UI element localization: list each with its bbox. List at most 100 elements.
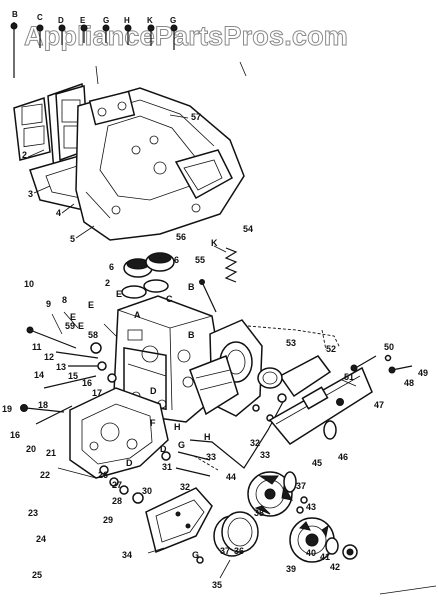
header-letter-b: B — [12, 10, 18, 19]
callout-32a: 32 — [180, 482, 190, 492]
callout-b2: B — [188, 330, 195, 340]
callout-c: C — [166, 294, 173, 304]
callout-24: 24 — [36, 534, 46, 544]
right-assembly — [145, 325, 437, 595]
callout-53: 53 — [286, 338, 296, 348]
header-bolts — [10, 22, 247, 85]
callout-45: 45 — [312, 458, 322, 468]
callout-42: 42 — [330, 562, 340, 572]
callout-55: 55 — [195, 255, 205, 265]
header-letter-d: D — [58, 16, 64, 25]
callout-26: 26 — [98, 470, 108, 480]
callout-23: 23 — [28, 508, 38, 518]
header-letter-h: H — [124, 16, 130, 25]
callout-d2: D — [160, 444, 167, 454]
callout-44: 44 — [226, 472, 236, 482]
spring — [224, 247, 238, 283]
callout-13: 13 — [56, 362, 66, 372]
top-housing-assembly — [13, 82, 245, 241]
left-fasteners — [20, 311, 117, 425]
crankcase-housing — [75, 87, 245, 241]
callout-37b: 37 — [296, 481, 306, 491]
callout-35: 35 — [212, 580, 222, 590]
callout-33b: 33 — [260, 450, 270, 460]
callout-6b: 6 — [174, 255, 179, 265]
callout-25: 25 — [32, 570, 42, 580]
callout-5: 5 — [70, 234, 75, 244]
bar-studs — [336, 354, 413, 406]
callout-11: 11 — [32, 342, 42, 352]
cap-pair — [121, 252, 175, 299]
callout-50: 50 — [384, 342, 394, 352]
callout-27: 27 — [112, 480, 122, 490]
header-letter-k: K — [147, 16, 153, 25]
header-letter-g: G — [103, 16, 109, 25]
callout-29: 29 — [103, 515, 113, 525]
watermark-text: AppliancePartsPros.com — [24, 21, 348, 51]
callout-51: 51 — [344, 372, 354, 382]
guide-bar — [268, 366, 373, 445]
callout-e3: E — [70, 312, 76, 322]
callout-e4: E — [78, 321, 84, 331]
callout-labels: 2 3 4 5 57 54 56 6 6 55 K 2 10 9 8 E E C… — [2, 112, 428, 590]
callout-21: 21 — [46, 448, 56, 458]
spacer — [323, 420, 337, 440]
callout-43: 43 — [306, 502, 316, 512]
callout-59: 59 — [65, 321, 75, 331]
callout-22: 22 — [40, 470, 50, 480]
callout-14: 14 — [34, 370, 44, 380]
callout-30: 30 — [142, 486, 152, 496]
callout-k: K — [211, 238, 218, 248]
header-letter-g2: G — [170, 16, 176, 25]
callout-39: 39 — [286, 564, 296, 574]
callout-3: 3 — [28, 189, 33, 199]
callout-g2: G — [192, 550, 199, 560]
callout-20: 20 — [26, 444, 36, 454]
callout-h2: H — [204, 432, 211, 442]
callout-f: F — [150, 418, 156, 428]
chain-ring — [213, 511, 259, 557]
callout-8: 8 — [62, 295, 67, 305]
callout-e1: E — [88, 300, 94, 310]
callout-g1: G — [178, 440, 185, 450]
bar-cover — [278, 355, 332, 398]
callout-32b: 32 — [250, 438, 260, 448]
callout-54: 54 — [243, 224, 253, 234]
callout-57: 57 — [191, 112, 201, 122]
washer-g — [196, 556, 204, 564]
callout-6a: 6 — [109, 262, 114, 272]
pin — [201, 281, 217, 313]
clutch-assembly — [247, 471, 308, 517]
callout-18: 18 — [38, 400, 48, 410]
header-letter-e: E — [80, 16, 86, 25]
callout-47: 47 — [374, 400, 384, 410]
callout-19: 19 — [2, 404, 12, 414]
callout-34: 34 — [122, 550, 132, 560]
callout-16b: 16 — [10, 430, 20, 440]
callout-16a: 16 — [82, 378, 92, 388]
washer — [325, 537, 339, 555]
callout-33a: 33 — [206, 452, 216, 462]
callout-9: 9 — [46, 299, 51, 309]
callout-4: 4 — [56, 208, 61, 218]
callout-36: 36 — [234, 546, 244, 556]
callout-2-mid: 2 — [105, 278, 110, 288]
callout-31: 31 — [162, 462, 172, 472]
callout-38: 38 — [254, 508, 264, 518]
lower-crankcase — [57, 387, 169, 479]
header-fastener-row: B C D E G H K G — [10, 10, 247, 85]
cylinder-assembly — [20, 245, 287, 504]
callout-h1: H — [174, 422, 181, 432]
callout-58: 58 — [88, 330, 98, 340]
callout-15: 15 — [68, 371, 78, 381]
callout-b1: B — [188, 282, 195, 292]
dashed-route-upper — [247, 325, 341, 349]
callout-37a: 37 — [220, 546, 230, 556]
lower-guard — [145, 487, 213, 554]
callout-d1: D — [150, 386, 157, 396]
callout-12: 12 — [44, 352, 54, 362]
round-gasket — [257, 367, 283, 389]
header-letter-c: C — [37, 13, 43, 22]
cylinder-block — [113, 295, 217, 423]
